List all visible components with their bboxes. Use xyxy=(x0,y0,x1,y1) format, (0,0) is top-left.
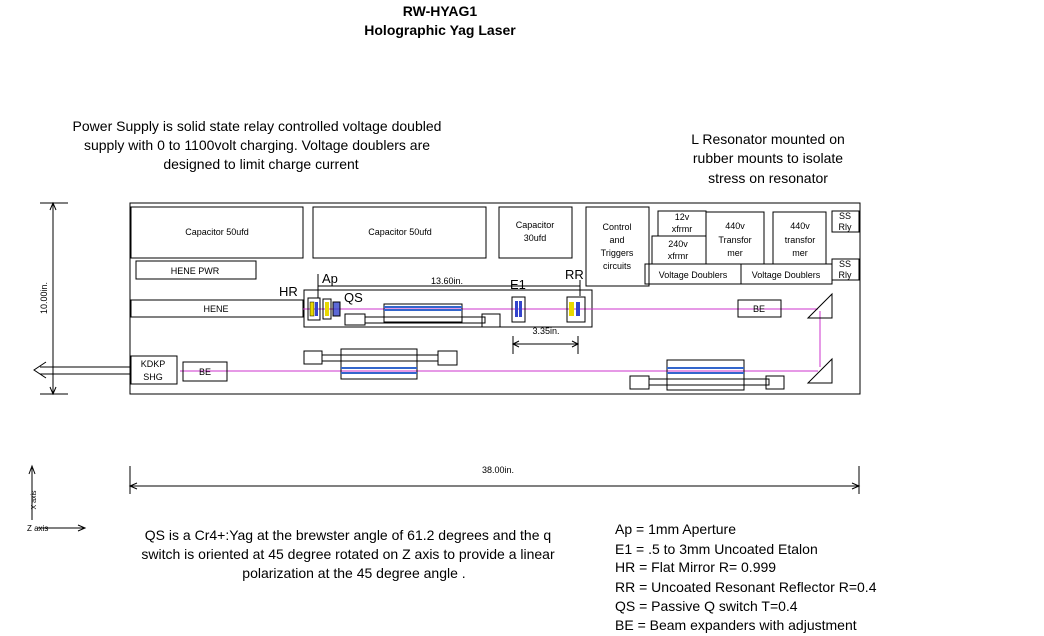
kdkp-shg-crystal: KDKP SHG xyxy=(130,355,178,385)
label-rr: RR xyxy=(565,267,584,282)
hene-power-supply: HENE PWR xyxy=(135,260,257,280)
svg-text:mer: mer xyxy=(792,248,808,258)
ss-relay-1: SS Rly xyxy=(831,210,860,233)
svg-text:BE = Beam expanders with adju: BE = Beam expanders with adjustment xyxy=(615,617,857,633)
svg-text:E1 = .5 to 3mm Uncoated Etalon: E1 = .5 to 3mm Uncoated Etalon xyxy=(615,541,818,557)
svg-text:xfrmr: xfrmr xyxy=(672,224,693,234)
yag-rod-upper xyxy=(344,303,501,328)
svg-text:HR = Flat Mirror R= 0.999: HR = Flat Mirror R= 0.999 xyxy=(615,559,776,575)
hene-laser: HENE xyxy=(130,299,304,318)
svg-text:Transfor: Transfor xyxy=(718,235,751,245)
turning-mirror-bottom xyxy=(806,357,833,384)
svg-text:Voltage Doublers: Voltage Doublers xyxy=(752,270,821,280)
svg-text:stress on resonator: stress on resonator xyxy=(708,170,828,186)
dimension-resonator-label: 13.60in. xyxy=(431,276,463,286)
svg-text:BE: BE xyxy=(753,304,765,314)
svg-text:transfor: transfor xyxy=(785,235,816,245)
title-line2: Holographic Yag Laser xyxy=(364,22,516,38)
capacitor-1: Capacitor 50ufd xyxy=(130,206,304,259)
svg-text:Triggers: Triggers xyxy=(601,248,634,258)
beam-expander-left: BE xyxy=(182,361,228,382)
hr-mirror xyxy=(307,297,321,321)
amplifier-assembly-left xyxy=(303,348,458,380)
svg-text:switch is oriented at 45 degre: switch is oriented at 45 degree rotated … xyxy=(141,546,555,562)
component-legend: Ap = 1mm Aperture E1 = .5 to 3mm Uncoate… xyxy=(615,521,877,633)
svg-text:Capacitor: Capacitor xyxy=(516,220,555,230)
svg-text:440v: 440v xyxy=(725,221,745,231)
svg-text:240v: 240v xyxy=(668,239,688,249)
svg-text:SHG: SHG xyxy=(143,372,163,382)
capacitor-3: Capacitor 30ufd xyxy=(498,206,573,259)
svg-text:polarization at the 45 degree: polarization at the 45 degree angle . xyxy=(242,565,465,581)
chassis-outline xyxy=(129,202,861,395)
dimension-total-length xyxy=(128,466,861,494)
svg-text:Voltage Doublers: Voltage Doublers xyxy=(659,270,728,280)
axes-indicator xyxy=(28,464,87,532)
svg-text:Rly: Rly xyxy=(839,222,852,232)
svg-text:440v: 440v xyxy=(790,221,810,231)
aperture xyxy=(322,298,332,320)
svg-text:30ufd: 30ufd xyxy=(524,233,547,243)
dimension-etalon-gap-label: 3.35in. xyxy=(532,326,559,336)
xfrmr-12v: 12v xfrmr xyxy=(657,210,707,237)
label-ap: Ap xyxy=(322,271,338,286)
resonator-mount-note: L Resonator mounted on rubber mounts to … xyxy=(691,131,845,186)
svg-text:Ap = 1mm Aperture: Ap = 1mm Aperture xyxy=(615,521,736,537)
capacitor-2: Capacitor 50ufd xyxy=(312,206,487,259)
svg-text:designed to limit charge curre: designed to limit charge current xyxy=(163,156,358,172)
output-arrow xyxy=(33,361,130,379)
svg-text:mer: mer xyxy=(727,248,743,258)
power-supply-note: Power Supply is solid state relay contro… xyxy=(73,118,442,172)
svg-text:and: and xyxy=(609,235,624,245)
qswitch-note: QS is a Cr4+:Yag at the brewster angle o… xyxy=(141,527,555,581)
svg-text:HENE PWR: HENE PWR xyxy=(171,266,220,276)
axis-x-label: X axis xyxy=(31,490,38,510)
svg-text:Power Supply is solid state re: Power Supply is solid state relay contro… xyxy=(73,118,442,134)
transformer-440v-b: 440v transfor mer xyxy=(772,211,827,265)
svg-text:Rly: Rly xyxy=(839,270,852,280)
svg-text:rubber mounts to isolate: rubber mounts to isolate xyxy=(693,150,843,166)
svg-text:HENE: HENE xyxy=(203,304,228,314)
svg-text:QS = Passive Q switch T=0.4: QS = Passive Q switch T=0.4 xyxy=(615,598,798,614)
svg-text:Capacitor 50ufd: Capacitor 50ufd xyxy=(368,227,432,237)
dimension-resonator xyxy=(318,280,581,296)
svg-text:L Resonator mounted on: L Resonator mounted on xyxy=(691,131,845,147)
svg-text:supply with 0 to 1100volt char: supply with 0 to 1100volt charging. Volt… xyxy=(84,137,430,153)
svg-text:circuits: circuits xyxy=(603,261,632,271)
label-qs: QS xyxy=(344,290,363,305)
svg-text:BE: BE xyxy=(199,367,211,377)
title-line1: RW-HYAG1 xyxy=(403,3,478,19)
label-e1: E1 xyxy=(510,277,526,292)
voltage-doublers-2: Voltage Doublers xyxy=(740,263,833,285)
ss-relay-2: SS Rly xyxy=(831,258,860,281)
svg-text:QS is a Cr4+:Yag at the brews: QS is a Cr4+:Yag at the brewster angle o… xyxy=(145,527,551,543)
control-triggers-circuits: Control and Triggers circuits xyxy=(585,206,650,287)
dimension-etalon-gap xyxy=(511,336,580,354)
amplifier-assembly-right xyxy=(629,359,785,391)
turning-mirror-top xyxy=(806,292,833,319)
axis-z-label: Z axis xyxy=(27,524,48,533)
resonant-reflector xyxy=(566,296,586,323)
svg-text:RR = Uncoated Resonant Reflect: RR = Uncoated Resonant Reflector R=0.4 xyxy=(615,579,877,595)
etalon-e1 xyxy=(511,296,526,323)
svg-text:Control: Control xyxy=(602,222,631,232)
xfrmr-240v: 240v xfrmr xyxy=(651,235,707,265)
dimension-total-length-label: 38.00in. xyxy=(482,465,514,475)
dimension-height-label: 10.00in. xyxy=(39,282,49,314)
transformer-440v-a: 440v Transfor mer xyxy=(705,211,765,265)
svg-text:12v: 12v xyxy=(675,212,690,222)
beam-expander-right: BE xyxy=(737,299,782,318)
svg-text:Capacitor 50ufd: Capacitor 50ufd xyxy=(185,227,249,237)
dimension-height xyxy=(40,201,68,396)
q-switch xyxy=(332,301,341,317)
svg-text:SS: SS xyxy=(839,211,851,221)
svg-text:SS: SS xyxy=(839,259,851,269)
voltage-doublers-1: Voltage Doublers xyxy=(644,263,742,285)
svg-text:KDKP: KDKP xyxy=(141,359,166,369)
label-hr: HR xyxy=(279,284,298,299)
svg-text:xfrmr: xfrmr xyxy=(668,251,689,261)
